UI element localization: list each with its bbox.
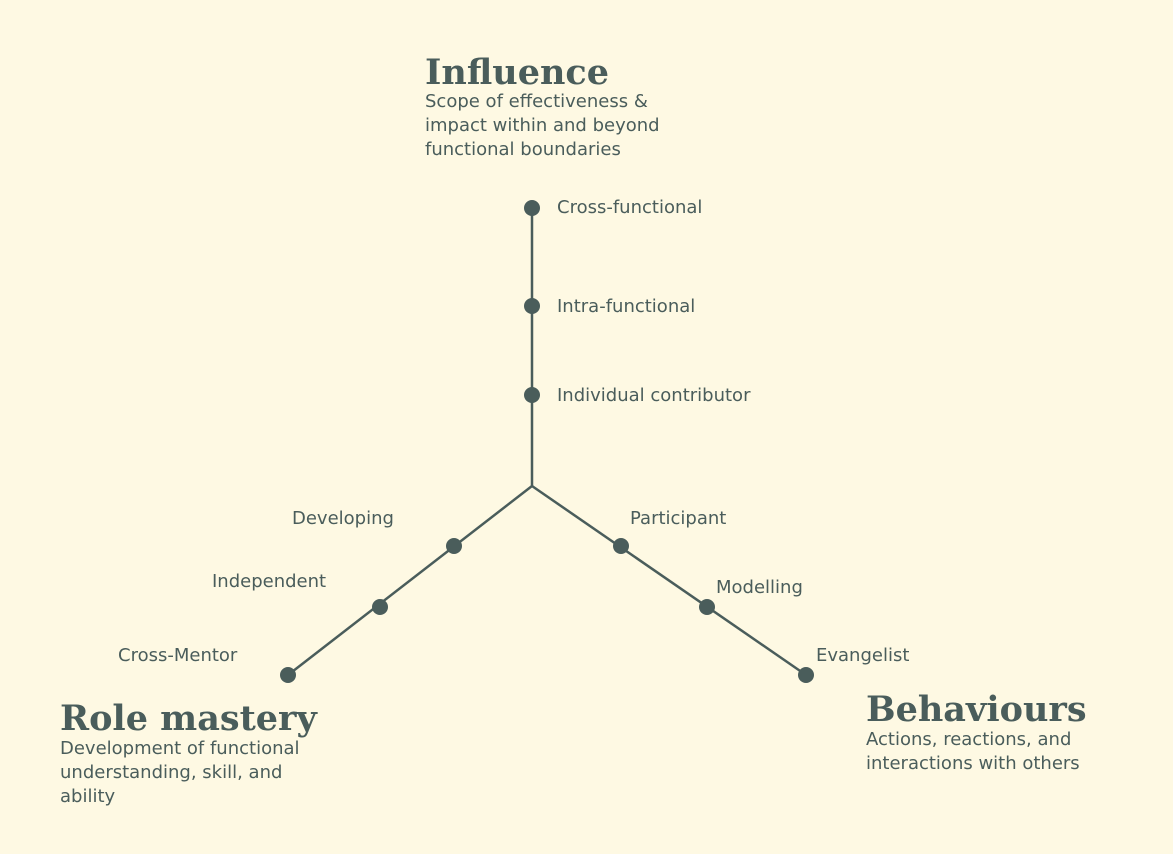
role-mastery-node-cross-mentor: [280, 667, 296, 683]
behaviours-level-evangelist: Evangelist: [816, 645, 910, 666]
influence-node-intra-functional: [524, 298, 540, 314]
behaviours-node-participant: [613, 538, 629, 554]
behaviours-node-modelling: [699, 599, 715, 615]
role-mastery-level-cross-mentor: Cross-Mentor: [118, 645, 238, 666]
behaviours-node-evangelist: [798, 667, 814, 683]
influence-node-individual-contributor: [524, 387, 540, 403]
behaviours-description: Actions, reactions, and interactions wit…: [866, 729, 1080, 774]
role-mastery-level-developing: Developing: [292, 508, 394, 529]
role-mastery-title: Role mastery: [60, 698, 317, 739]
role-mastery-axis: [287, 485, 533, 676]
role-mastery-node-developing: [446, 538, 462, 554]
influence-level-intra-functional: Intra-functional: [557, 296, 696, 317]
role-mastery-node-independent: [372, 599, 388, 615]
influence-level-individual-contributor: Individual contributor: [557, 385, 751, 406]
influence-level-cross-functional: Cross-functional: [557, 197, 703, 218]
behaviours-title: Behaviours: [866, 689, 1087, 730]
behaviours-axis: [531, 484, 807, 677]
behaviours-level-participant: Participant: [630, 508, 727, 529]
role-mastery-level-independent: Independent: [212, 571, 327, 592]
influence-title: Influence: [425, 52, 610, 93]
behaviours-level-modelling: Modelling: [716, 577, 803, 598]
influence-node-cross-functional: [524, 200, 540, 216]
influence-description: Scope of effectiveness & impact within a…: [425, 91, 660, 160]
role-mastery-description: Development of functional understanding,…: [60, 738, 300, 807]
